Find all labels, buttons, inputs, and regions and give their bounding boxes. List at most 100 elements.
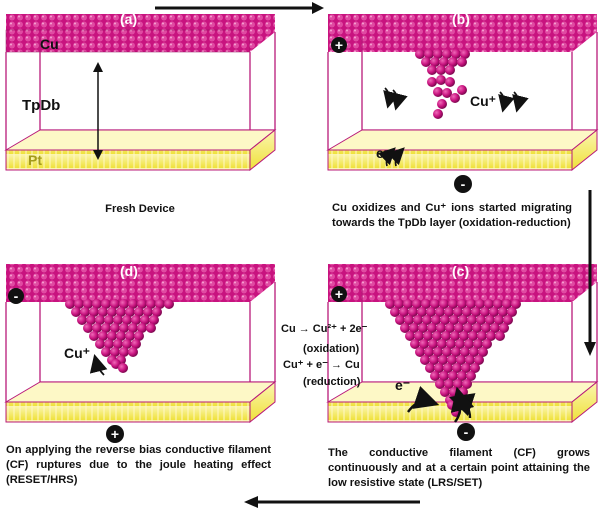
caption-panel-c: The conductive filament (CF) grows conti…	[328, 447, 590, 489]
cu-atom	[119, 347, 129, 357]
cu-atom	[503, 315, 513, 325]
cu-atom	[104, 315, 114, 325]
cu-atom	[427, 65, 437, 75]
cu-atom	[95, 315, 105, 325]
cu-atom	[441, 331, 451, 341]
cu-atom	[146, 323, 156, 333]
cu-atom	[461, 363, 471, 373]
cu-atom	[427, 77, 437, 87]
panel-tag-a: (a)	[120, 11, 137, 27]
cu-atom	[511, 299, 521, 309]
panel-tag-c: (c)	[452, 263, 469, 279]
cu-atom	[89, 307, 99, 317]
cu-atom	[119, 323, 129, 333]
cu-atom	[424, 49, 434, 59]
negative-terminal-top: -	[8, 288, 24, 304]
cu-atom	[92, 299, 102, 309]
cu-atom	[113, 315, 123, 325]
cu-atom	[494, 315, 504, 325]
cu-atom	[498, 307, 508, 317]
cu-ion-label: Cu⁺	[64, 345, 90, 361]
cu-atom	[113, 339, 123, 349]
cu-atom	[456, 355, 466, 365]
cu-atom	[418, 323, 428, 333]
cu-atom	[449, 315, 459, 325]
cu-atom	[466, 371, 476, 381]
cu-atom	[469, 347, 479, 357]
cu-atom	[445, 77, 455, 87]
oxidation-equation: Cu → Cu²⁺ + 2e⁻	[281, 323, 368, 335]
cu-atom	[417, 307, 427, 317]
cu-atom	[155, 299, 165, 309]
positive-terminal-top: +	[331, 286, 347, 302]
cu-atom	[399, 307, 409, 317]
cu-atom	[433, 109, 443, 119]
cu-atom	[131, 339, 141, 349]
svg-text:+: +	[335, 286, 343, 302]
cu-atom	[457, 371, 467, 381]
cu-atom	[455, 339, 465, 349]
cu-atom	[436, 323, 446, 333]
cu-atom	[405, 331, 415, 341]
svg-text:+: +	[111, 426, 119, 442]
cu-atom	[459, 331, 469, 341]
cu-atom	[430, 299, 440, 309]
cu-atom	[433, 347, 443, 357]
cu-atom	[412, 299, 422, 309]
cu-atom	[468, 331, 478, 341]
thickness-double-arrow	[93, 62, 103, 160]
svg-text:+: +	[335, 37, 343, 53]
cu-atom	[423, 331, 433, 341]
cu-atom	[482, 339, 492, 349]
cu-atom	[125, 331, 135, 341]
cu-atom	[436, 65, 446, 75]
cu-atom	[451, 347, 461, 357]
cu-atom	[122, 315, 132, 325]
cu-atom	[435, 307, 445, 317]
cu-atom	[473, 339, 483, 349]
cu-atom	[436, 75, 446, 85]
cu-atom	[466, 299, 476, 309]
cu-atom	[463, 323, 473, 333]
cu-atom	[443, 363, 453, 373]
cu-electrode-front	[328, 280, 572, 302]
cu-atom	[495, 331, 505, 341]
cu-atom	[474, 355, 484, 365]
cu-atom	[421, 299, 431, 309]
cu-atom	[440, 315, 450, 325]
positive-terminal-top: +	[331, 37, 347, 53]
cu-atom	[450, 331, 460, 341]
cu-atom	[451, 49, 461, 59]
cu-atom	[460, 49, 470, 59]
cu-atom	[409, 323, 419, 333]
cu-atom	[450, 93, 460, 103]
cu-atom	[422, 315, 432, 325]
cu-atom	[420, 355, 430, 365]
cu-atom	[101, 323, 111, 333]
cu-atom	[457, 299, 467, 309]
cu-atom	[470, 363, 480, 373]
cu-atom	[448, 299, 458, 309]
cu-atom	[453, 307, 463, 317]
cu-atom	[448, 57, 458, 67]
cu-atom	[415, 347, 425, 357]
cu-atom	[101, 347, 111, 357]
cu-atom	[439, 57, 449, 67]
cu-atom	[71, 307, 81, 317]
reduction-note: (reduction)	[303, 376, 361, 388]
cu-atom	[107, 331, 117, 341]
cu-atom	[437, 99, 447, 109]
cu-atom	[104, 339, 114, 349]
cu-atom	[457, 57, 467, 67]
cu-electrode-front	[328, 30, 572, 52]
cu-atom	[462, 307, 472, 317]
cu-atom	[390, 307, 400, 317]
cu-atom	[475, 299, 485, 309]
cu-atom	[83, 299, 93, 309]
panel-a: (a) Cu TpDb Pt	[4, 11, 277, 172]
cu-atom	[433, 87, 443, 97]
cu-atom	[425, 363, 435, 373]
cu-atom	[442, 347, 452, 357]
cu-atom	[499, 323, 509, 333]
cu-atom	[447, 355, 457, 365]
